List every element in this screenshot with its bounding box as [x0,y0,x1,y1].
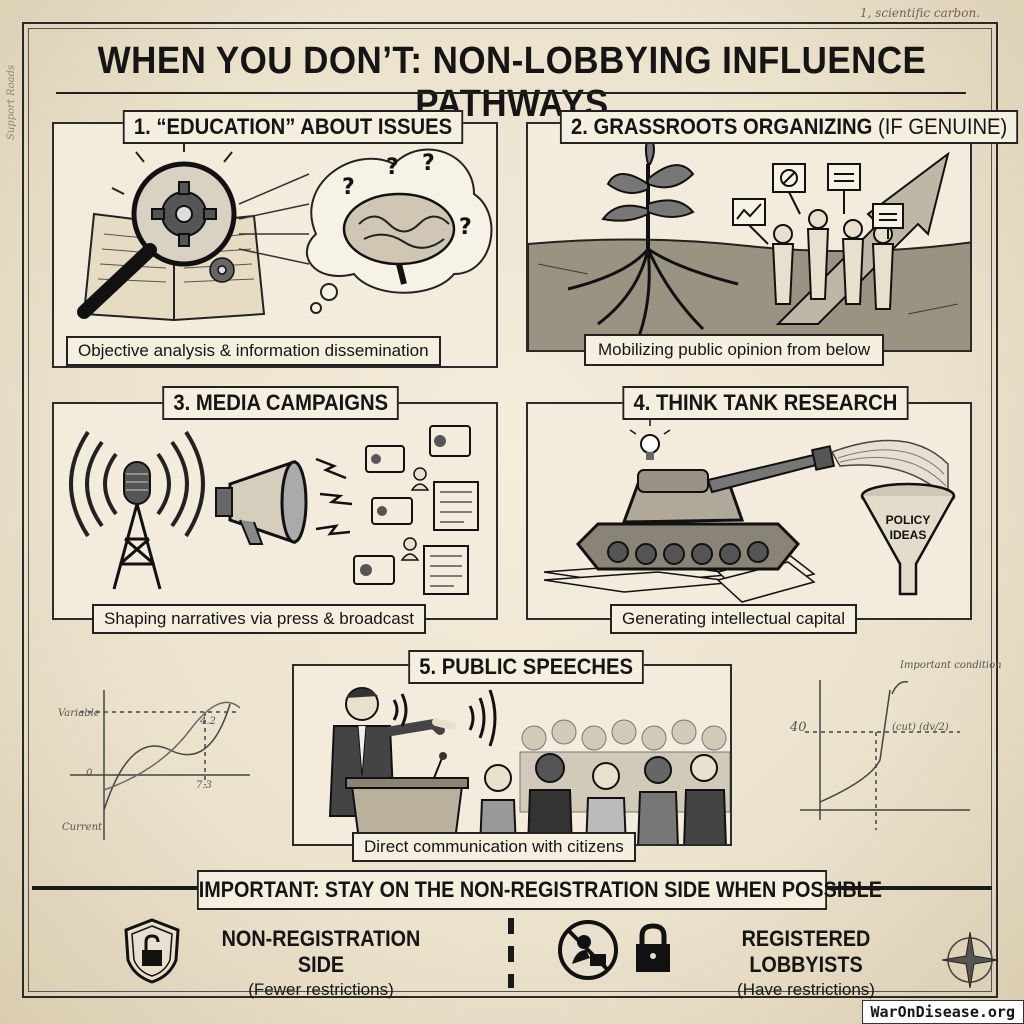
right-chart-label-40: 40 [790,720,807,735]
panel-speeches [292,664,732,846]
svg-text:?: ? [342,175,355,200]
non-registration-heading: NON-REGISTRATION SIDE [221,926,421,977]
panel-think-tank-caption: Generating intellectual capital [610,604,858,634]
panel-grassroots-title-suffix: (IF GENUINE) [877,114,1008,139]
speeches-illustration [328,687,730,844]
panel-media-caption: Shaping narratives via press & broadcast [92,604,426,634]
non-registration-subtitle: (Fewer restrictions) [248,980,394,999]
inner-frame [28,28,992,992]
panel-think-tank-title: 4. THINK TANK RESEARCH [622,386,909,420]
compass-rose-icon [941,931,999,989]
vertical-dashed-divider [508,918,514,988]
important-banner: IMPORTANT: STAY ON THE NON-REGISTRATION … [197,870,882,910]
left-decorative-chart [70,690,250,840]
panel-think-tank: POLICY IDEAS [526,402,972,620]
left-chart-label-top: Variable [58,708,100,719]
panel-media [52,402,498,620]
grassroots-illustration [528,134,970,350]
left-chart-label-bottom: Current [62,822,103,833]
media-illustration [69,425,479,595]
svg-text:?: ? [386,155,399,180]
panel-speeches-caption: Direct communication with citizens [352,832,636,862]
panel-grassroots-title: 2. GRASSROOTS ORGANIZING (IF GENUINE) [559,110,1019,144]
corner-note: 1, scientific carbon. [859,6,980,20]
right-chart-formula: (cut) (dv/2) [892,722,949,733]
side-note: Support Roads [6,64,17,140]
panel-media-title: 3. MEDIA CAMPAIGNS [162,386,400,420]
panel-grassroots-title-main: 2. GRASSROOTS ORGANIZING [570,114,873,139]
panel-education-title: 1. “EDUCATION” ABOUT ISSUES [122,110,464,144]
education-illustration: ???? [77,140,493,322]
no-lobbying-icon [558,920,618,980]
think-tank-illustration: POLICY IDEAS [543,420,956,603]
left-chart-label-x: 7.3 [196,780,212,791]
watermark-link[interactable]: WarOnDisease.org [861,1000,1024,1024]
panel-grassroots-caption: Mobilizing public opinion from below [584,334,885,366]
funnel-label-policy: POLICY [886,513,931,527]
non-registration-label: NON-REGISTRATION SIDE (Fewer restriction… [186,926,456,1000]
registered-lobbyists-subtitle: (Have restrictions) [737,980,875,999]
right-chart-note: Important condition [900,660,1002,671]
panel-grassroots [526,122,972,352]
svg-text:?: ? [459,215,472,240]
shield-unlocked-icon [124,918,180,984]
svg-text:?: ? [422,151,435,176]
registered-lobbyists-label: REGISTERED LOBBYISTS (Have restrictions) [676,926,936,1000]
registered-lobbyists-heading: REGISTERED LOBBYISTS [741,926,871,977]
panel-speeches-title: 5. PUBLIC SPEECHES [408,650,645,684]
left-chart-label-zero: 0 [86,768,93,779]
panel-education-caption: Objective analysis & information dissemi… [66,336,441,366]
outer-frame [22,22,998,998]
funnel-label-ideas: IDEAS [890,528,927,542]
title-rule [56,92,966,94]
panel-education: ???? [52,122,498,368]
padlock-icon [636,923,670,972]
right-decorative-chart [800,680,970,830]
left-chart-label-top-right: 4.2 [200,716,216,727]
